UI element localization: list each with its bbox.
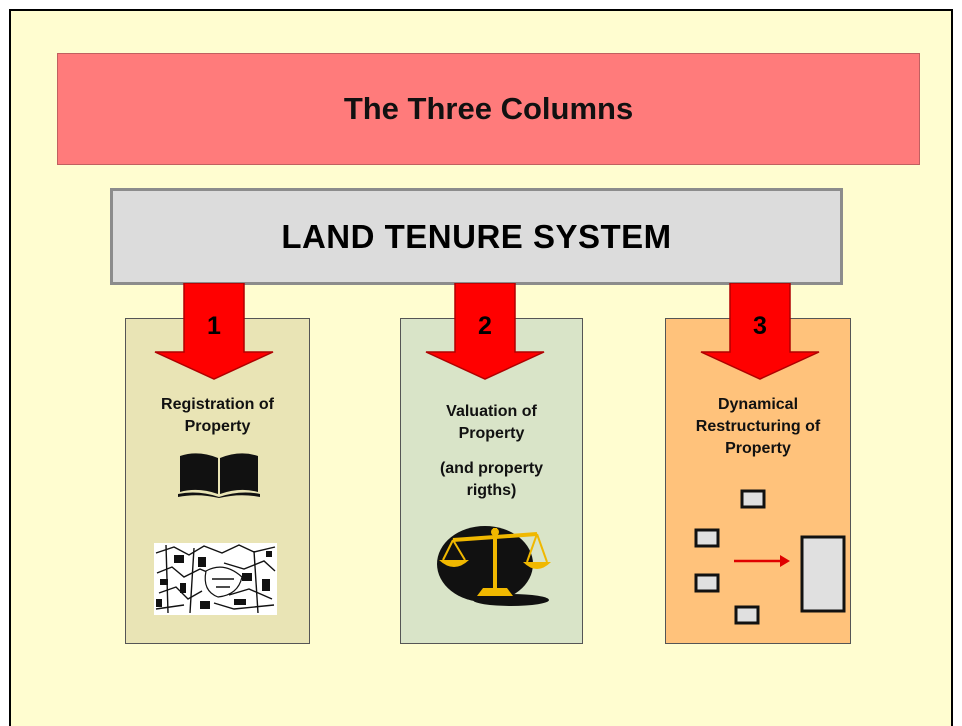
system-banner: LAND TENURE SYSTEM	[110, 188, 843, 285]
title-banner: The Three Columns	[57, 53, 920, 165]
system-title: LAND TENURE SYSTEM	[281, 217, 672, 255]
column-number: 3	[753, 312, 767, 340]
book-icon	[178, 453, 260, 498]
scales-icon	[437, 526, 551, 606]
parcel-consolidation-icon	[694, 489, 846, 625]
label-line: Dynamical	[717, 396, 799, 413]
label-line: rigths)	[466, 482, 517, 499]
page-title: The Three Columns	[343, 91, 634, 126]
down-arrow-icon	[154, 283, 274, 380]
label-line: Property	[458, 425, 525, 442]
label-line: Restructuring of	[695, 418, 821, 435]
column-number: 1	[207, 312, 221, 340]
down-arrow-icon	[425, 283, 545, 380]
column-label: Registration of Property	[127, 394, 308, 438]
label-line: Registration of	[161, 396, 274, 413]
label-line: Valuation of	[446, 403, 537, 420]
column-label: Dynamical Restructuring of Property	[667, 394, 849, 460]
label-line: Property	[725, 440, 791, 457]
map-icon	[154, 543, 277, 615]
column-label: Valuation of Property	[402, 401, 581, 445]
label-line: (and property	[439, 460, 544, 477]
label-line: Property	[184, 418, 251, 435]
column-sublabel: (and property rigths)	[402, 458, 581, 502]
down-arrow-icon	[700, 283, 820, 380]
column-number: 2	[478, 312, 492, 340]
